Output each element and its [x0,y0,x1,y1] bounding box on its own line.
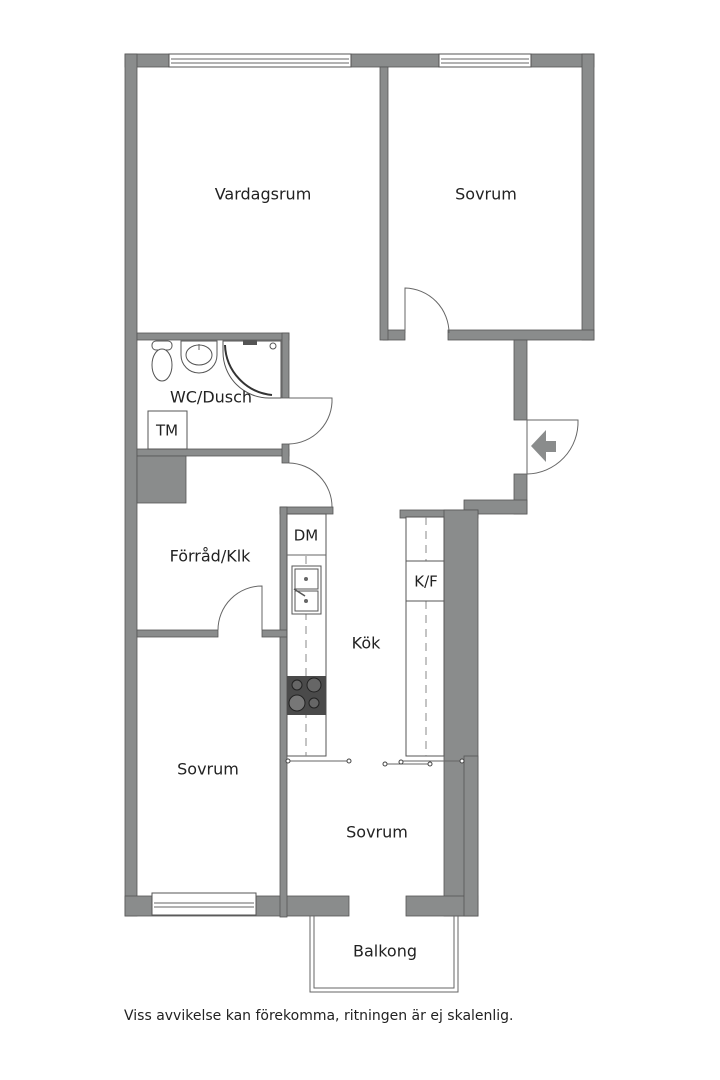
kitchen-fixtures: DM K/F [286,513,445,757]
room-label-sovrum-3: Sovrum [346,823,408,842]
stove-icon [287,676,326,715]
room-label-vardagsrum: Vardagsrum [215,185,312,204]
entrance-door[interactable] [526,419,579,475]
kf-label: K/F [414,573,438,591]
bathroom-fixtures: TM [147,340,282,450]
disclaimer-text: Viss avvikelse kan förekomma, ritningen … [124,1008,514,1024]
room-label-wc-dusch: WC/Dusch [170,388,252,407]
room-labels: Vardagsrum Sovrum WC/Dusch Förråd/Klk Kö… [170,185,517,961]
washing-machine: TM [147,410,188,450]
room-label-kok: Kök [352,634,381,653]
entrance-arrow-icon [531,430,556,462]
room-label-balkong: Balkong [353,942,417,961]
sink-icon [291,565,322,615]
shower-icon [222,340,282,399]
walls [124,53,595,918]
balcony [309,916,459,993]
room-label-sovrum-2: Sovrum [177,760,239,779]
toilet-icon [151,340,173,382]
dm-label: DM [294,527,319,545]
doors [217,287,579,767]
tm-label: TM [155,422,178,440]
sink-icon [180,340,218,374]
room-label-forrad-klk: Förråd/Klk [170,547,252,566]
windows [151,53,532,916]
room-label-sovrum-1: Sovrum [455,185,517,204]
